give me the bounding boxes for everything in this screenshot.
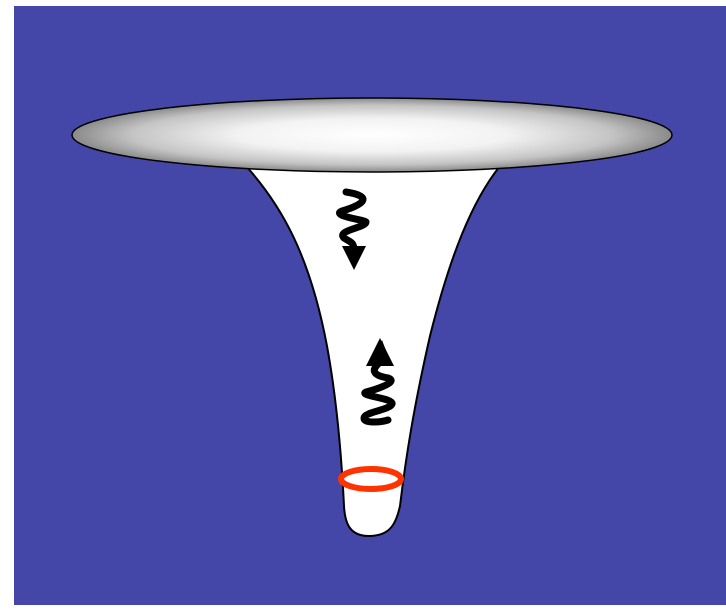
accretion-disk [72,98,672,172]
diagram-canvas [14,6,726,605]
